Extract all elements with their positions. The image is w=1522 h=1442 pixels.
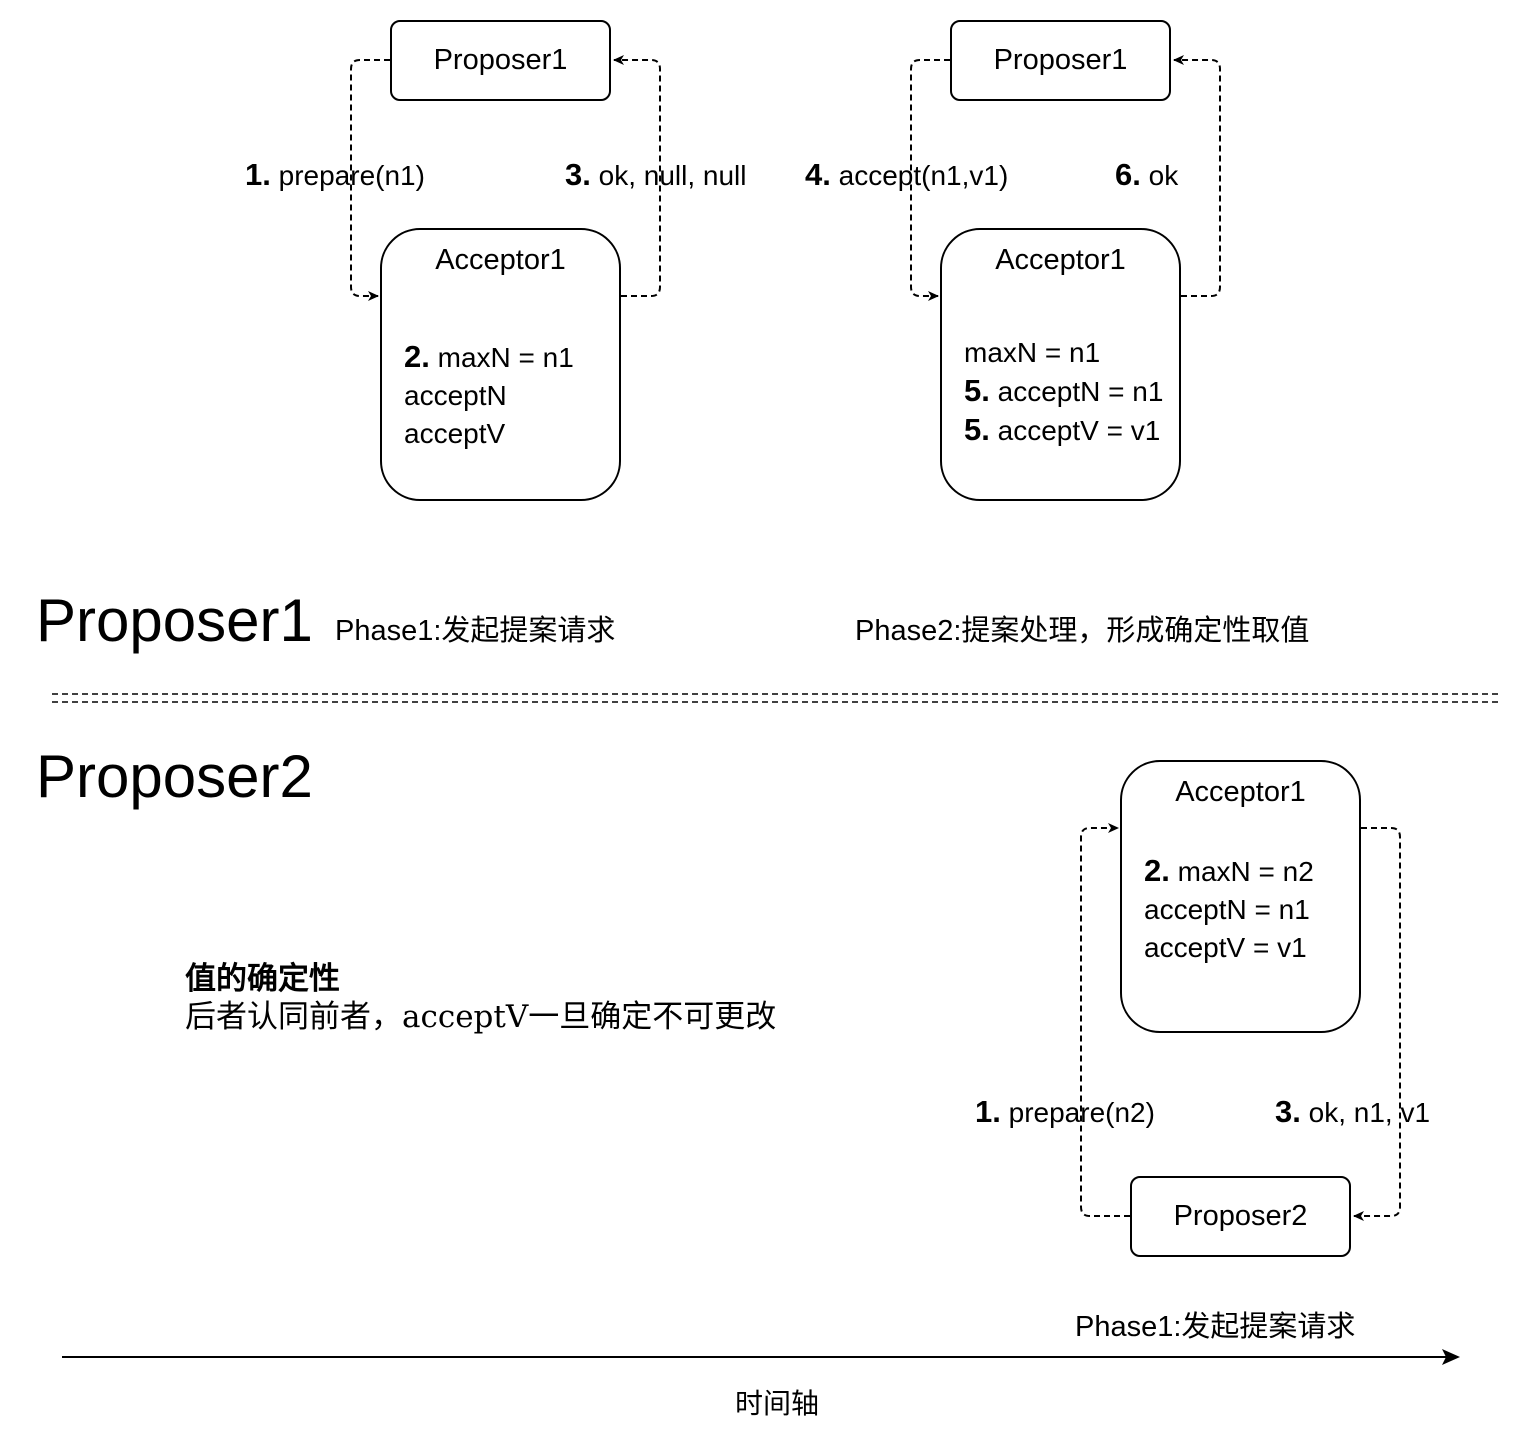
phase1-label-bottom: Phase1:发起提案请求 [1075,1311,1356,1343]
ok-null-arrow [613,55,661,297]
state-text: acceptV = v1 [1144,932,1307,963]
step-number: 2. [1144,853,1170,888]
ok-n1-v1-arrow [1353,827,1401,1221]
step-number: 5. [964,412,990,447]
acceptor1-phase2-node: Acceptor1 maxN = n1 5. acceptN = n1 5. a… [940,228,1181,501]
step-number: 5. [964,373,990,408]
phase1-label-top: Phase1:发起提案请求 [335,615,616,647]
acceptor1-phase1-title: Acceptor1 [435,244,566,276]
ok-n1-v1-label: 3. ok, n1, v1 [1275,1094,1430,1130]
acceptor1-bottom-node: Acceptor1 2. maxN = n2 acceptN = n1 acce… [1120,760,1361,1033]
state-text: maxN = n1 [964,337,1101,368]
message-text: prepare(n2) [1008,1097,1155,1128]
acceptor1-phase2-state: maxN = n1 5. acceptN = n1 5. acceptV = v… [964,334,1163,450]
state-text: acceptN [404,380,507,411]
acceptor1-bottom-state: 2. maxN = n2 acceptN = n1 acceptV = v1 [1144,852,1314,967]
proposer1-phase1-label: Proposer1 [433,44,568,76]
ok-label: 6. ok [1115,157,1178,193]
state-line: 5. acceptV = v1 [964,411,1163,450]
step-number: 4. [805,157,831,192]
state-text: acceptV = v1 [997,415,1161,446]
value-determinism-note: 值的确定性 后者认同前者，acceptV一旦确定不可更改 [185,960,776,1036]
state-text: acceptV [404,418,506,449]
acceptor1-phase1-node: Acceptor1 2. maxN = n1 acceptN acceptV [380,228,621,501]
acceptor1-phase1-state: 2. maxN = n1 acceptN acceptV [404,338,574,453]
prepare-n1-label: 1. prepare(n1) [245,157,425,193]
state-line: acceptN = n1 [1144,891,1314,929]
state-line: 2. maxN = n1 [404,338,574,377]
prepare-n2-label: 1. prepare(n2) [975,1094,1155,1130]
state-line: 2. maxN = n2 [1144,852,1314,891]
message-text: accept(n1,v1) [838,160,1009,191]
time-axis-label: 时间轴 [735,1387,820,1420]
step-number: 6. [1115,157,1141,192]
message-text: ok, n1, v1 [1308,1097,1431,1128]
step-number: 1. [245,157,271,192]
prepare-n1-arrow [350,59,390,301]
prepare-n2-arrow [1080,823,1130,1217]
note-title: 值的确定性 [185,961,340,997]
state-line: 5. acceptN = n1 [964,372,1163,411]
message-text: prepare(n1) [278,160,425,191]
accept-arrow [910,59,950,301]
ok-arrow [1173,55,1221,297]
step-number: 2. [404,339,430,374]
time-axis-arrowhead [1442,1349,1460,1365]
message-text: ok, null, null [598,160,747,191]
state-line: acceptV [404,415,574,453]
acceptor1-bottom-title: Acceptor1 [1175,776,1306,808]
proposer1-phase1-node: Proposer1 [390,20,611,101]
step-number: 3. [1275,1094,1301,1129]
accept-label: 4. accept(n1,v1) [805,157,1008,193]
lane-title-proposer2: Proposer2 [36,743,313,810]
state-line: maxN = n1 [964,334,1163,372]
phase2-label: Phase2:提案处理，形成确定性取值 [855,615,1310,647]
state-text: maxN = n1 [437,342,574,373]
acceptor1-phase2-title: Acceptor1 [995,244,1126,276]
step-number: 3. [565,157,591,192]
ok-null-label: 3. ok, null, null [565,157,747,193]
state-text: maxN = n2 [1177,856,1314,887]
note-body: 后者认同前者，acceptV一旦确定不可更改 [185,999,777,1035]
proposer2-node: Proposer2 [1130,1176,1351,1257]
step-number: 1. [975,1094,1001,1129]
message-text: ok [1148,160,1179,191]
state-line: acceptN [404,377,574,415]
proposer1-phase2-node: Proposer1 [950,20,1171,101]
proposer1-phase2-label: Proposer1 [993,44,1128,76]
state-text: acceptN = n1 [1144,894,1310,925]
proposer2-label: Proposer2 [1173,1200,1308,1232]
state-text: acceptN = n1 [997,376,1164,407]
lane-title-proposer1: Proposer1 [36,587,313,654]
state-line: acceptV = v1 [1144,929,1314,967]
